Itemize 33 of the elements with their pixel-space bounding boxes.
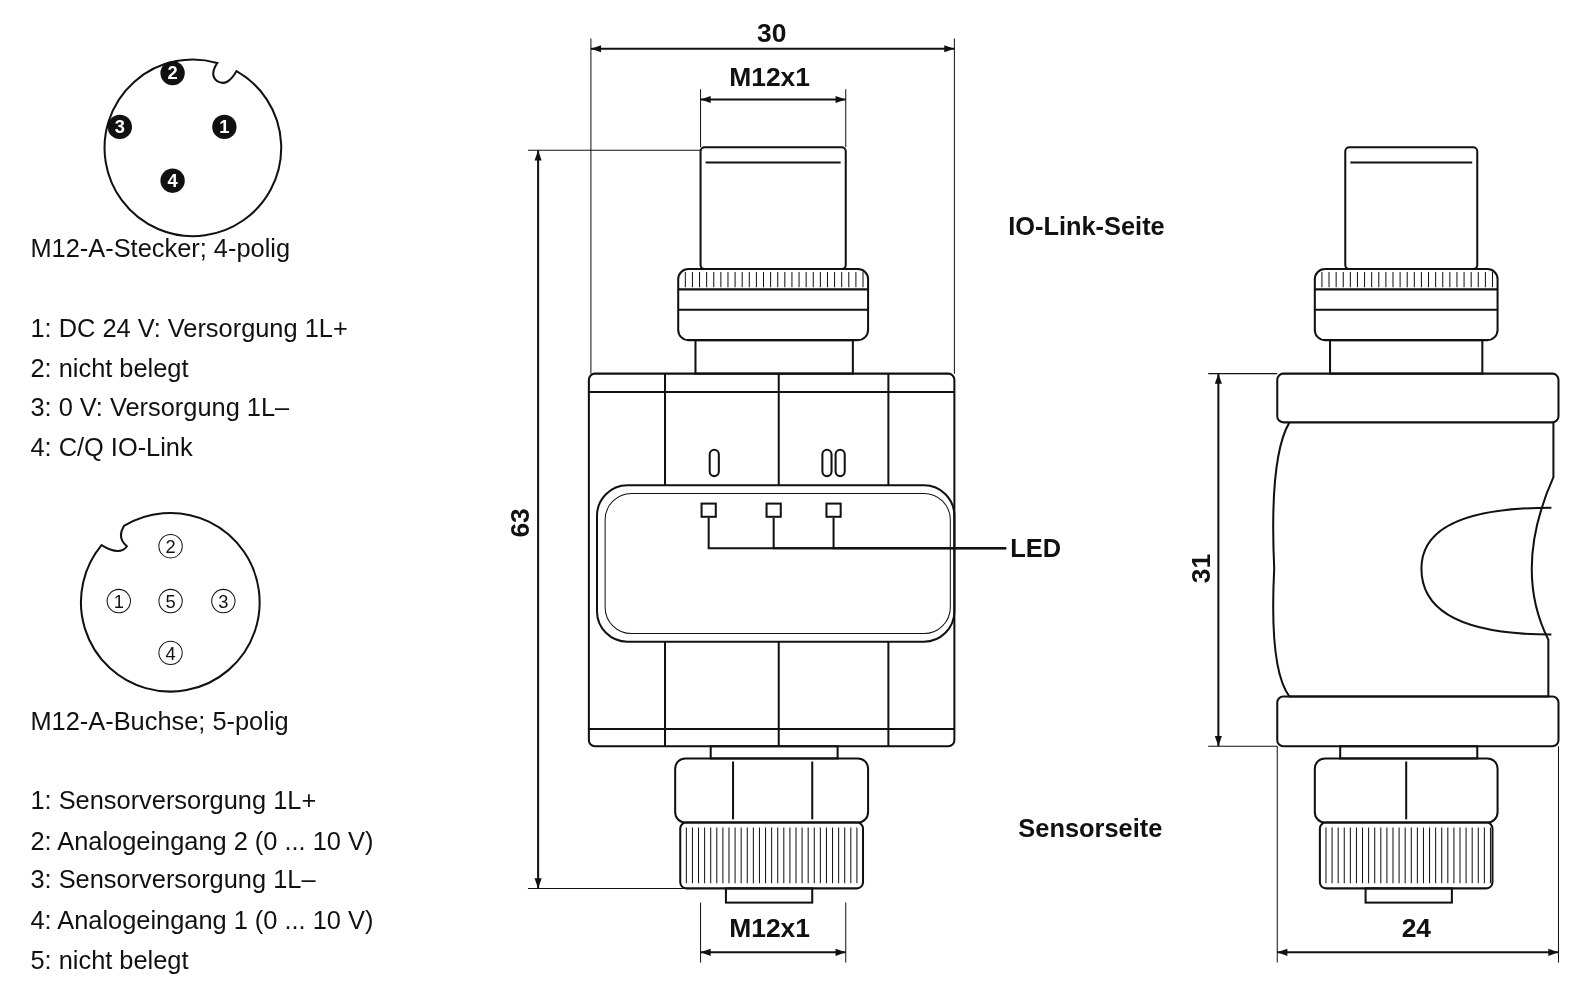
pin-assignment-text: 3: Sensorversorgung 1L– bbox=[30, 864, 316, 895]
pin-number: 3 bbox=[107, 114, 132, 140]
dimension-label: M12x1 bbox=[729, 912, 810, 944]
pin-assignment-text: 2: nicht belegt bbox=[30, 352, 189, 383]
pin-assignment-text: 3: 0 V: Versorgung 1L– bbox=[30, 391, 290, 423]
pin-number: 2 bbox=[160, 60, 185, 86]
leader-line bbox=[832, 517, 1007, 550]
dimension-label: 24 bbox=[1401, 912, 1432, 944]
pin-assignment-text: 4: C/Q IO-Link bbox=[30, 431, 193, 462]
pin-number: 5 bbox=[158, 588, 183, 614]
led-indicator bbox=[825, 502, 842, 518]
side-label: Sensorseite bbox=[1018, 812, 1163, 843]
pin-assignment-text: 4: Analogeingang 1 (0 ... 10 V) bbox=[30, 904, 374, 936]
pin-number: 2 bbox=[158, 534, 183, 559]
pin-number: 4 bbox=[158, 640, 183, 665]
pin-assignment-text: 1: DC 24 V: Versorgung 1L+ bbox=[30, 312, 348, 344]
pin-number: 3 bbox=[211, 588, 236, 614]
dimension-label: 30 bbox=[756, 17, 787, 48]
dimension-label: 63 bbox=[504, 508, 536, 538]
dimension-label: 31 bbox=[1185, 553, 1217, 584]
pin-number: 1 bbox=[212, 114, 237, 140]
connector-caption: M12-A-Stecker; 4-polig bbox=[30, 232, 291, 263]
led-indicator bbox=[700, 502, 717, 518]
callout-label: LED bbox=[1010, 533, 1061, 564]
connector-caption: M12-A-Buchse; 5-polig bbox=[30, 705, 289, 737]
pin-assignment-text: 2: Analogeingang 2 (0 ... 10 V) bbox=[30, 825, 374, 856]
pin-assignment-text: 1: Sensorversorgung 1L+ bbox=[30, 784, 317, 816]
pin-number: 4 bbox=[160, 168, 185, 193]
pin-assignment-text: 5: nicht belegt bbox=[30, 944, 189, 975]
pin-number: 1 bbox=[106, 588, 131, 614]
dimension-label: M12x1 bbox=[729, 61, 810, 93]
led-indicator bbox=[765, 502, 782, 518]
side-label: IO-Link-Seite bbox=[1008, 210, 1165, 241]
